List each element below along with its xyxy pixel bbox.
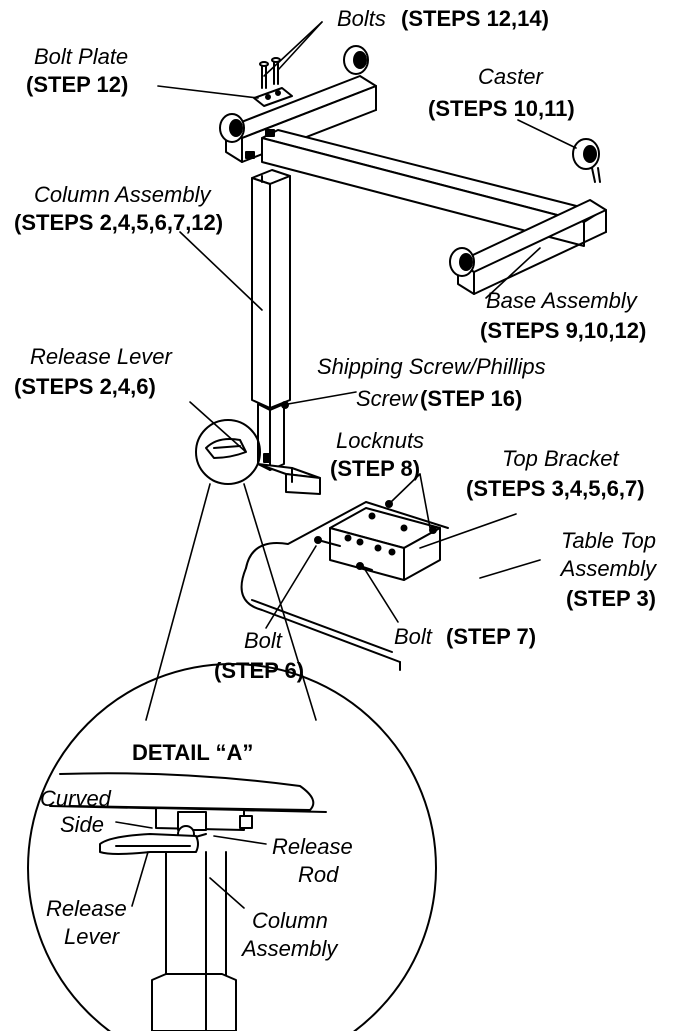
leader-lines [145,21,577,721]
detail-release-lever-line1-label: Release [46,896,127,921]
detail-callout-circle [195,419,261,485]
locknuts-steps-label: (STEP 8) [330,456,421,481]
bolts-name-label: Bolts [337,6,386,31]
shipping-screw-steps-label: (STEP 16) [420,386,523,411]
detail-column-assembly-line1-label: Column [252,908,328,933]
bolt-plate-name-label: Bolt Plate [34,44,129,69]
bolt-step7-name-label: Bolt [394,624,432,649]
bolt-step6-name-label: Bolt [244,628,282,653]
top-bracket-name-label: Top Bracket [502,446,619,471]
top-bracket-steps-label: (STEPS 3,4,5,6,7) [466,476,645,501]
column-assembly-steps-label: (STEPS 2,4,5,6,7,12) [14,210,224,235]
bolt-plate-steps-label: (STEP 12) [26,72,129,97]
caster-steps-label: (STEPS 10,11) [428,96,575,121]
caster-loose [572,138,601,183]
table-top-line2-label: Assembly [560,556,656,581]
curved-side-line2-label: Side [60,812,105,837]
locknuts-name-label: Locknuts [336,428,425,453]
detail-a-title: DETAIL “A” [132,740,254,765]
base-assembly [225,75,607,295]
bolt-step7-steps-label: (STEP 7) [446,624,537,649]
caster-name-label: Caster [478,64,543,89]
curved-side-line1-label: Curved [40,786,111,811]
release-lever-steps-label: (STEPS 2,4,6) [14,374,156,399]
caster-front-left [449,247,475,277]
caster-rear-right [343,45,369,75]
base-assembly-steps-label: (STEPS 9,10,12) [480,318,647,343]
column-assembly [251,169,321,495]
shipping-screw-line1-label: Shipping Screw/Phillips [317,354,546,379]
bolts [259,57,281,89]
locknuts [385,500,437,534]
bolts-bracket [314,536,373,571]
detail-column-assembly-line2-label: Assembly [242,936,338,961]
caster-rear-left [219,113,245,143]
table-top-steps-label: (STEP 3) [565,586,656,611]
detail-release-lever-line2-label: Lever [64,924,120,949]
release-rod-line2-label: Rod [298,862,339,887]
bolts-steps-label: (STEPS 12,14) [401,6,549,31]
table-top-line1-label: Table Top [560,528,656,553]
bolt-step6-steps-label: (STEP 6) [214,658,305,683]
bolt-plate [253,87,293,107]
top-bracket [329,507,441,581]
column-assembly-name-label: Column Assembly [34,182,211,207]
release-lever [205,438,247,459]
detail-a [27,663,437,1031]
release-rod-line1-label: Release [272,834,353,859]
base-assembly-name-label: Base Assembly [486,288,637,313]
shipping-screw-line2-label: Screw [356,386,418,411]
release-lever-name-label: Release Lever [30,344,172,369]
